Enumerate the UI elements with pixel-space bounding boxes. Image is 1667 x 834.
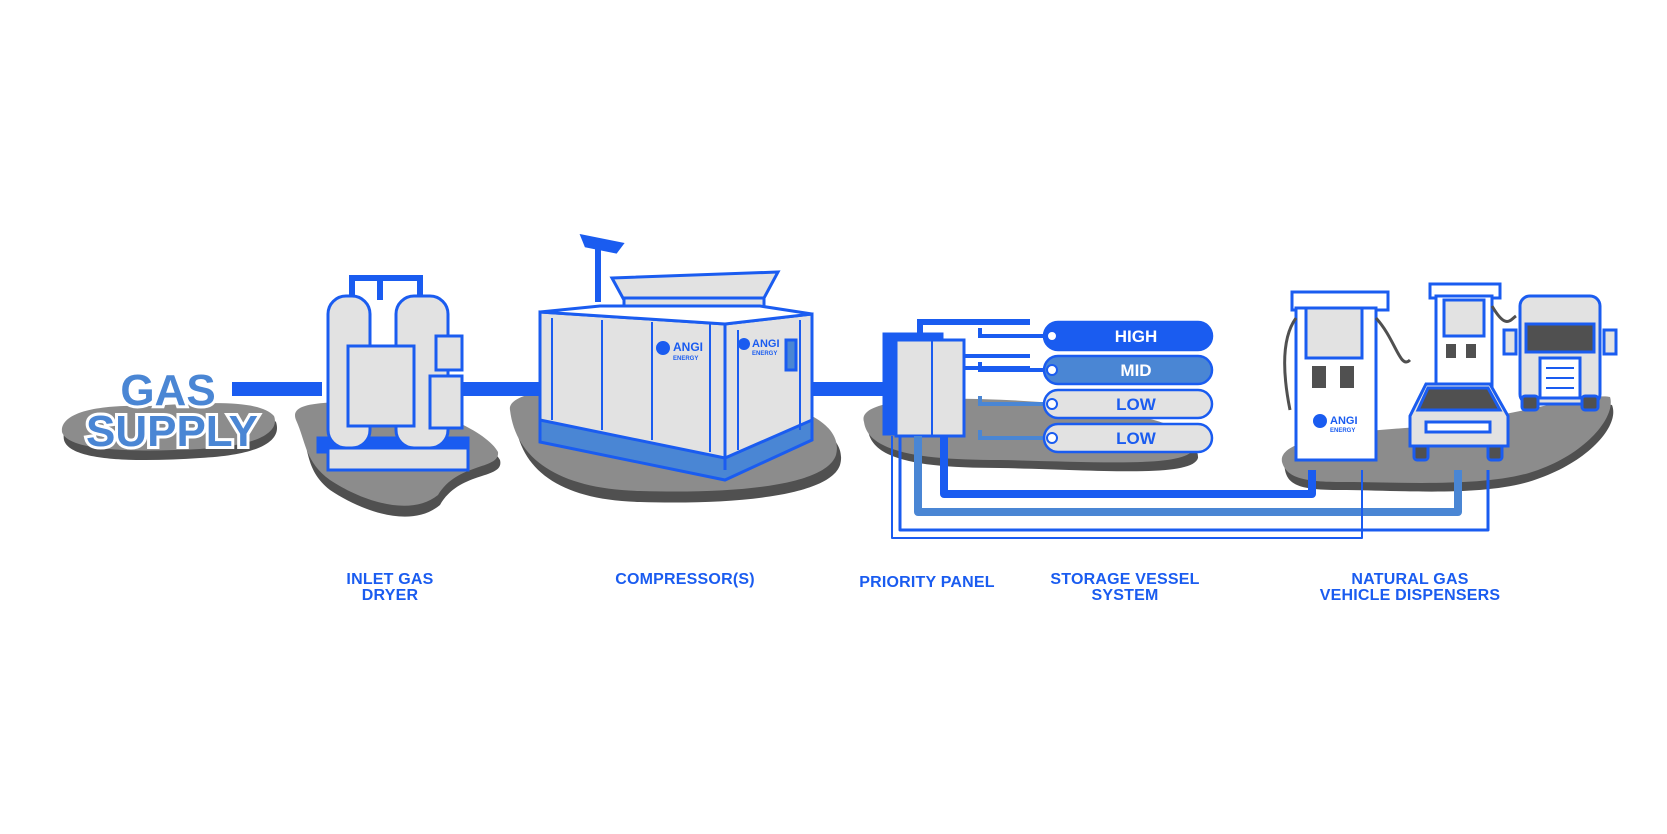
gas-supply-line1: GAS bbox=[120, 366, 215, 415]
label-storage-line2: SYSTEM bbox=[1091, 587, 1159, 604]
brand-name-dispenser: ANGI bbox=[1330, 415, 1358, 427]
ground-islands bbox=[61, 387, 1614, 517]
truck bbox=[1502, 294, 1618, 412]
storage-tank-label: MID bbox=[1120, 361, 1151, 380]
label-priority-panel: PRIORITY PANEL bbox=[842, 575, 1012, 591]
brand-name-left: ANGI bbox=[673, 340, 703, 354]
label-priority-panel-line1: PRIORITY PANEL bbox=[859, 574, 995, 591]
label-inlet-gas-dryer: INLET GAS DRYER bbox=[320, 572, 460, 604]
storage-tank: HIGH bbox=[978, 320, 1214, 352]
supply-pipe bbox=[232, 382, 888, 396]
label-compressor-line1: COMPRESSOR(S) bbox=[615, 571, 755, 588]
brand-sub-left: ENERGY bbox=[673, 356, 698, 362]
label-storage-vessel-system: STORAGE VESSEL SYSTEM bbox=[1030, 572, 1220, 604]
brand-name-right: ANGI bbox=[752, 338, 780, 350]
compressor-logo-right: ANGI ENERGY bbox=[738, 338, 780, 357]
gas-supply-label: GAS SUPPLY bbox=[83, 363, 261, 459]
storage-tank-label: LOW bbox=[1116, 429, 1157, 448]
storage-tank: LOW bbox=[978, 422, 1214, 454]
compressor-logo-left: ANGI ENERGY bbox=[656, 340, 703, 362]
storage-tank-label: LOW bbox=[1116, 395, 1157, 414]
label-dispensers-line2: VEHICLE DISPENSERS bbox=[1319, 587, 1501, 604]
label-compressor: COMPRESSOR(S) bbox=[590, 572, 780, 588]
brand-sub-right: ENERGY bbox=[752, 351, 777, 357]
inlet-gas-dryer bbox=[316, 275, 470, 472]
storage-vessel-system: HIGH MID LOW LOW bbox=[978, 320, 1214, 454]
label-inlet-gas-dryer-line1: INLET GAS bbox=[346, 571, 434, 588]
label-natural-gas-vehicle-dispensers: NATURAL GAS VEHICLE DISPENSERS bbox=[1300, 572, 1520, 604]
storage-tank: LOW bbox=[978, 388, 1214, 420]
label-inlet-gas-dryer-line2: DRYER bbox=[361, 587, 419, 604]
priority-panel bbox=[882, 319, 1030, 438]
label-storage-line1: STORAGE VESSEL bbox=[1050, 571, 1200, 588]
compressor bbox=[538, 233, 814, 482]
dispenser-left-logo: ANGI ENERGY bbox=[1313, 414, 1358, 434]
brand-sub-dispenser: ENERGY bbox=[1330, 428, 1355, 434]
distribution-lines bbox=[891, 436, 1490, 539]
gas-supply-line2: SUPPLY bbox=[86, 407, 258, 456]
car bbox=[1408, 382, 1510, 462]
storage-tank-label: HIGH bbox=[1115, 327, 1158, 346]
dispenser-left bbox=[1283, 290, 1412, 462]
label-dispensers-line1: NATURAL GAS bbox=[1351, 571, 1469, 588]
storage-tank: MID bbox=[978, 354, 1214, 386]
